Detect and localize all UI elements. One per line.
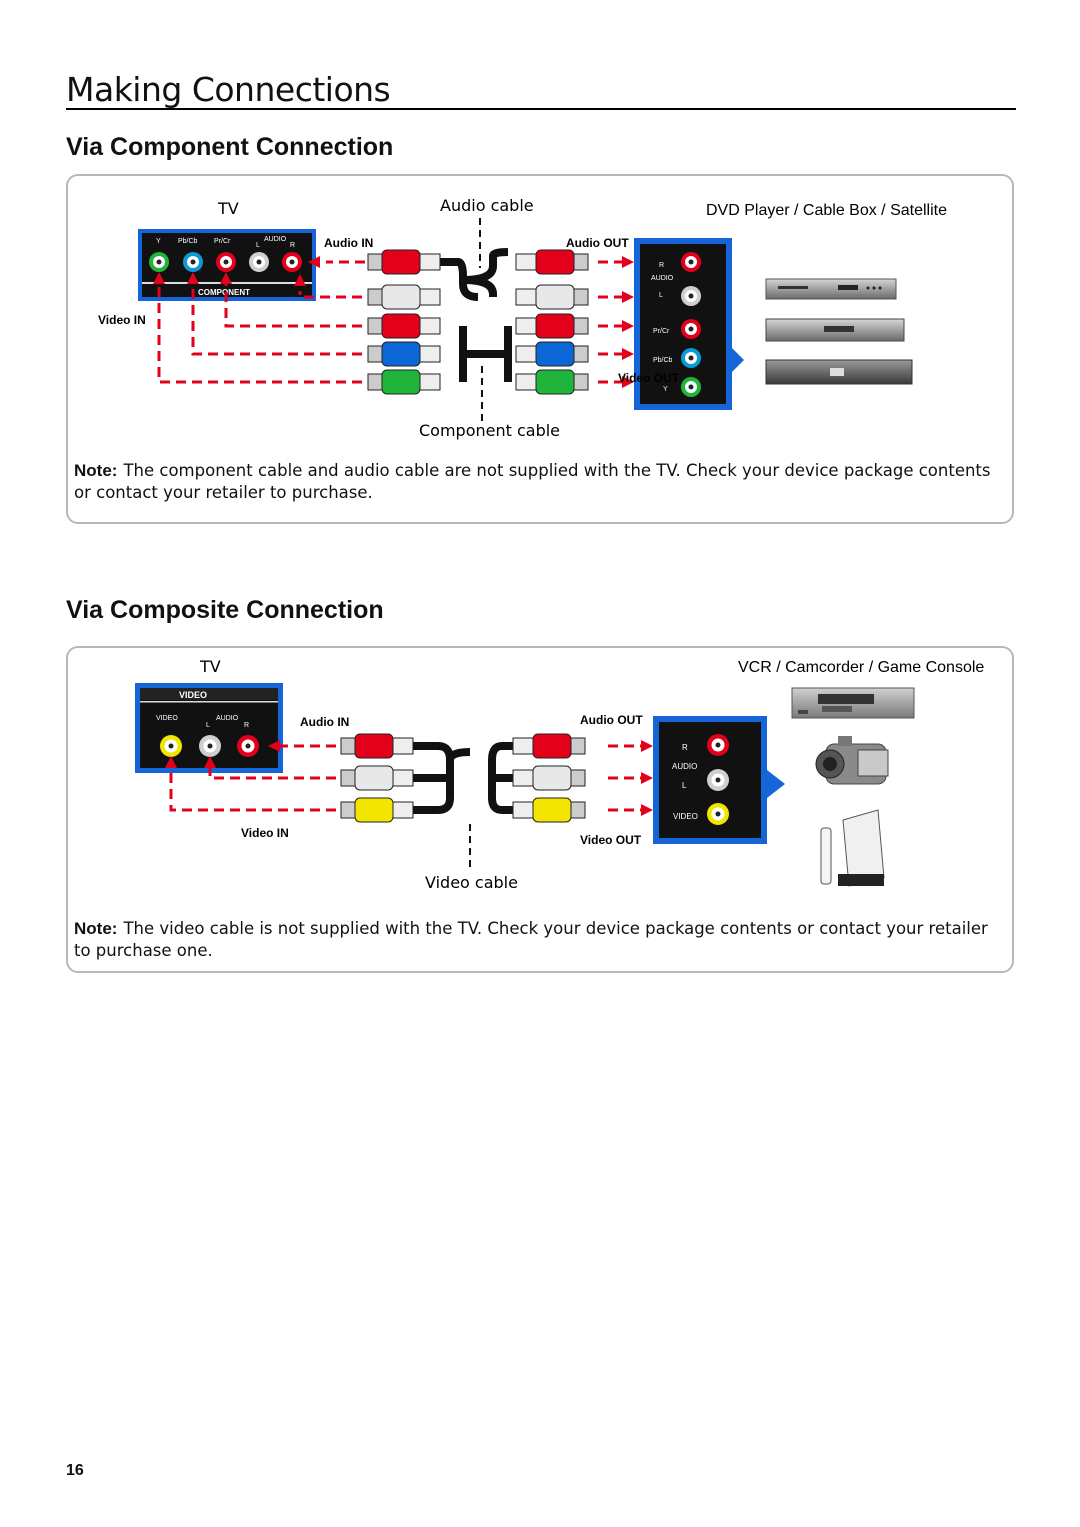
component-section-title: Via Component Connection xyxy=(66,133,394,161)
svg-text:R: R xyxy=(290,242,295,249)
tv-jack-pr xyxy=(216,252,236,272)
composite-audio-in-label: Audio IN xyxy=(300,715,349,729)
component-audio-out-label: Audio OUT xyxy=(566,236,629,250)
component-signal-arrows-device xyxy=(598,260,624,384)
plug-audio-white-left xyxy=(367,284,441,310)
page-number: 16 xyxy=(66,1462,84,1479)
plug-audio-red-right xyxy=(515,249,589,275)
component-cable-label: Component cable xyxy=(419,421,560,440)
svg-text:L: L xyxy=(682,781,687,790)
component-audio-in-label: Audio IN xyxy=(324,236,373,250)
video-cable-label: Video cable xyxy=(425,873,518,892)
game-console-icon xyxy=(820,809,885,887)
component-arrowheads-tv xyxy=(153,256,320,286)
tv-jack-audio-r xyxy=(282,252,302,272)
component-device-label: DVD Player / Cable Box / Satellite xyxy=(706,202,947,219)
svg-text:VIDEO: VIDEO xyxy=(179,690,207,700)
composite-signal-arrows-device xyxy=(608,744,643,812)
camcorder-icon xyxy=(815,736,889,785)
composite-device-label: VCR / Camcorder / Game Console xyxy=(738,659,984,676)
component-video-in-label: Video IN xyxy=(98,313,146,327)
tv-jack-audio-l xyxy=(199,735,221,757)
svg-text:AUDIO: AUDIO xyxy=(672,762,697,771)
plug-y-left xyxy=(367,369,441,395)
component-note: Note:The component cable and audio cable… xyxy=(74,461,991,502)
plug-audio-red-left xyxy=(367,249,441,275)
dvd-player-icon xyxy=(765,278,897,300)
device-composite-jack-panel: R AUDIO L VIDEO xyxy=(653,716,785,844)
page-title: Making Connections xyxy=(66,70,391,109)
composite-cables xyxy=(340,733,586,823)
svg-text:L: L xyxy=(659,292,663,299)
svg-text:Y: Y xyxy=(663,386,668,393)
svg-text:R: R xyxy=(682,743,688,752)
svg-text:Y: Y xyxy=(156,238,161,245)
tv-jack-audio-l xyxy=(249,252,269,272)
vcr-icon xyxy=(791,687,915,719)
tv-component-jack-panel: Y Pb/Cb Pr/Cr AUDIO L R COMPONENT xyxy=(138,229,316,301)
plug-red-left xyxy=(340,733,414,759)
title-divider xyxy=(66,108,1016,110)
svg-text:AUDIO: AUDIO xyxy=(651,275,674,282)
component-tv-label: TV xyxy=(217,199,239,218)
composite-signal-arrows-tv xyxy=(169,744,336,812)
plug-yellow-left xyxy=(340,797,414,823)
svg-text:L: L xyxy=(256,242,260,249)
plug-white-left xyxy=(340,765,414,791)
tv-jack-y xyxy=(149,252,169,272)
tv-jack-video xyxy=(160,735,182,757)
tv-composite-jack-panel: VIDEO VIDEO AUDIO L R xyxy=(135,683,283,773)
plug-white-right xyxy=(512,765,586,791)
component-diagram: TV Audio cable DVD Player / Cable Box / … xyxy=(98,196,947,440)
plug-audio-white-right xyxy=(515,284,589,310)
plug-pb-left xyxy=(367,341,441,367)
satellite-receiver-icon xyxy=(765,359,913,385)
svg-text:COMPONENT: COMPONENT xyxy=(198,288,250,297)
device-component-jack-panel: R AUDIO L Pr/Cr Pb/Cb Y xyxy=(634,238,744,410)
cable-box-icon xyxy=(765,318,905,342)
component-signal-arrows-tv xyxy=(157,260,413,384)
composite-diagram: TV VCR / Camcorder / Game Console VIDEO … xyxy=(135,657,984,892)
component-video-out-label: Video OUT xyxy=(618,371,680,385)
plug-pr-left xyxy=(367,313,441,339)
svg-text:Pr/Cr: Pr/Cr xyxy=(653,328,670,335)
composite-audio-out-label: Audio OUT xyxy=(580,713,643,727)
svg-text:R: R xyxy=(659,262,664,269)
tv-jack-pb xyxy=(183,252,203,272)
svg-text:Pb/Cb: Pb/Cb xyxy=(178,238,198,245)
audio-cable-label: Audio cable xyxy=(440,196,534,215)
svg-text:AUDIO: AUDIO xyxy=(216,715,239,722)
svg-text:AUDIO: AUDIO xyxy=(264,236,287,243)
plug-pr-right xyxy=(515,313,589,339)
svg-text:Pb/Cb: Pb/Cb xyxy=(653,357,673,364)
svg-text:R: R xyxy=(244,722,249,729)
plug-y-right xyxy=(515,369,589,395)
plug-pb-right xyxy=(515,341,589,367)
composite-tv-label: TV xyxy=(199,657,221,676)
plug-red-right xyxy=(512,733,586,759)
tv-jack-audio-r xyxy=(237,735,259,757)
svg-text:VIDEO: VIDEO xyxy=(156,715,178,722)
plug-yellow-right xyxy=(512,797,586,823)
svg-text:L: L xyxy=(206,722,210,729)
composite-diagram-panel: TV VCR / Camcorder / Game Console VIDEO … xyxy=(66,646,1014,973)
component-cables xyxy=(367,248,589,395)
composite-note: Note:The video cable is not supplied wit… xyxy=(74,919,988,960)
composite-video-in-label: Video IN xyxy=(241,826,289,840)
composite-video-out-label: Video OUT xyxy=(580,833,642,847)
svg-text:VIDEO: VIDEO xyxy=(673,812,698,821)
component-diagram-panel: TV Audio cable DVD Player / Cable Box / … xyxy=(66,174,1014,524)
svg-text:Pr/Cr: Pr/Cr xyxy=(214,238,231,245)
composite-section-title: Via Composite Connection xyxy=(66,596,384,624)
